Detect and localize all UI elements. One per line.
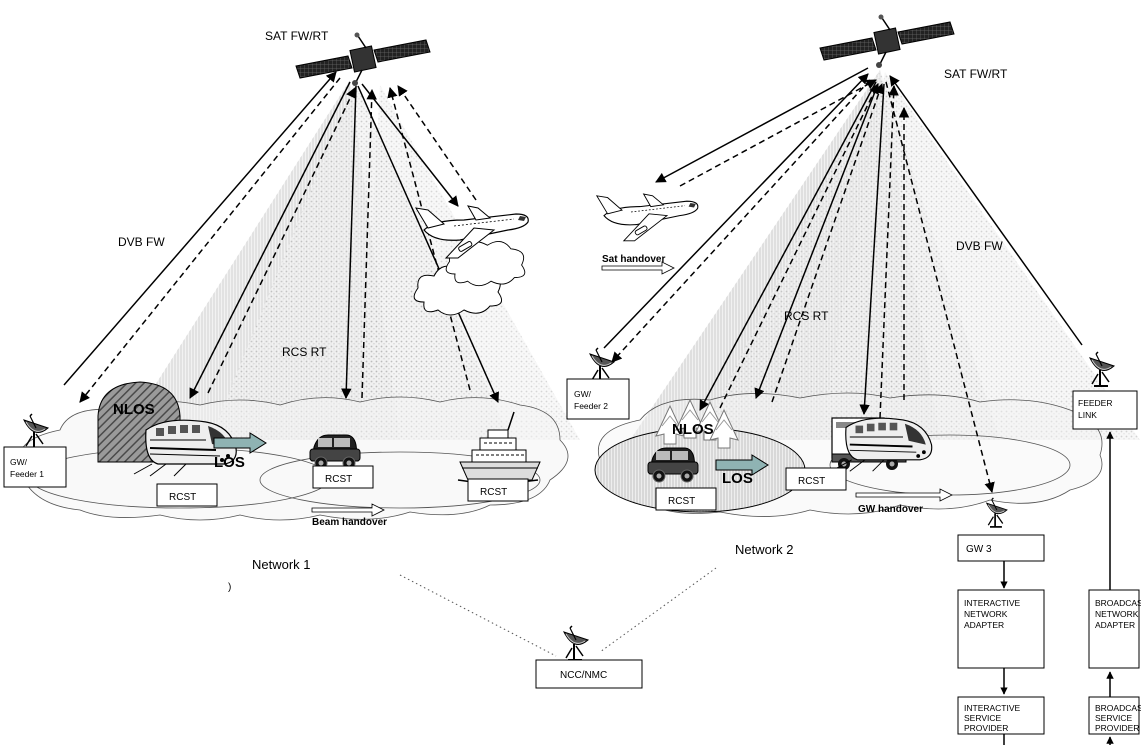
svg-text:INTERACTIVE: INTERACTIVE <box>964 598 1021 608</box>
gw3-box: GW 3 <box>957 534 1045 562</box>
broadcast-network-adapter-box: BROADCAST NETWORK ADAPTER <box>1088 589 1141 669</box>
interactive-network-adapter-box: INTERACTIVE NETWORK ADAPTER <box>957 589 1045 669</box>
svg-text:INTERACTIVE: INTERACTIVE <box>964 703 1021 713</box>
rcst-box-1: RCST <box>156 483 218 507</box>
svg-text:FEEDER: FEEDER <box>1078 398 1112 408</box>
gw-feeder-2-box: GW/ Feeder 2 <box>566 378 630 420</box>
los-label-1: LOS <box>214 454 245 471</box>
gw-feeder-1-box: GW/ Feeder 1 <box>3 446 67 488</box>
svg-text:NETWORK: NETWORK <box>1095 609 1139 619</box>
svg-text:BROADCAST: BROADCAST <box>1095 703 1141 713</box>
svg-text:Beam handover: Beam handover <box>312 517 387 528</box>
broadcast-service-provider-box: BROADCAST SERVICE PROVIDER <box>1088 696 1141 735</box>
svg-text:RCST: RCST <box>798 476 825 487</box>
svg-text:PROVIDER: PROVIDER <box>964 723 1008 733</box>
feeder-link-box: FEEDER LINK <box>1072 390 1138 430</box>
rcs-rt-label-left: RCS RT <box>282 345 327 359</box>
satellite-icon-right <box>819 13 955 69</box>
svg-text:Feeder 1: Feeder 1 <box>10 469 44 479</box>
nlos-label-1: NLOS <box>113 401 155 418</box>
svg-text:NCC/NMC: NCC/NMC <box>560 670 607 681</box>
svg-text:NETWORK: NETWORK <box>964 609 1008 619</box>
svg-text:RCST: RCST <box>668 496 695 507</box>
ncc-nmc-box: NCC/NMC <box>535 659 643 689</box>
svg-text:GW handover: GW handover <box>858 504 923 515</box>
gw-handover: GW handover <box>855 488 953 515</box>
sat-label-left: SAT FW/RT <box>265 29 329 43</box>
nlos-label-2: NLOS <box>672 421 714 438</box>
svg-text:RCST: RCST <box>480 487 507 498</box>
svg-text:GW/: GW/ <box>10 457 28 467</box>
svg-text:LINK: LINK <box>1078 410 1097 420</box>
svg-text:GW/: GW/ <box>574 389 592 399</box>
svg-text:SERVICE: SERVICE <box>964 713 1001 723</box>
dvb-fw-label-left: DVB FW <box>118 235 165 249</box>
network-1-label: Network 1 <box>252 557 311 572</box>
svg-text:PROVIDER: PROVIDER <box>1095 723 1139 733</box>
svg-text:RCST: RCST <box>325 474 352 485</box>
svg-text:SERVICE: SERVICE <box>1095 713 1132 723</box>
svg-text:GW 3: GW 3 <box>966 544 992 555</box>
rcs-rt-label-right: RCS RT <box>784 309 829 323</box>
dish-antenna-icon <box>563 625 589 661</box>
sat-handover: Sat handover <box>601 254 675 275</box>
svg-text:Feeder 2: Feeder 2 <box>574 401 608 411</box>
network-2-label: Network 2 <box>735 542 794 557</box>
dvb-fw-label-right: DVB FW <box>956 239 1003 253</box>
los-label-2: LOS <box>722 470 753 487</box>
beam-handover: Beam handover <box>311 503 387 528</box>
sat-label-right: SAT FW/RT <box>944 67 1008 81</box>
stray-mark: ) <box>228 582 231 593</box>
ncc-control-links <box>399 567 717 657</box>
airplane-icon <box>596 193 699 242</box>
rcst-box-3: RCST <box>467 478 529 502</box>
rcst-box-2: RCST <box>312 465 374 489</box>
svg-text:ADAPTER: ADAPTER <box>964 620 1004 630</box>
svg-text:Sat handover: Sat handover <box>602 254 665 265</box>
svg-text:ADAPTER: ADAPTER <box>1095 620 1135 630</box>
link-arrows <box>63 67 1083 494</box>
processing-chain-arrows <box>1000 431 1114 745</box>
rcst-box-5: RCST <box>785 467 847 491</box>
interactive-service-provider-box: INTERACTIVE SERVICE PROVIDER <box>957 696 1045 735</box>
dish-antenna-icon <box>1089 351 1115 387</box>
svg-text:RCST: RCST <box>169 492 196 503</box>
dish-antenna-icon <box>589 347 615 383</box>
rcst-box-4: RCST <box>655 487 717 511</box>
svg-text:BROADCAST: BROADCAST <box>1095 598 1141 608</box>
